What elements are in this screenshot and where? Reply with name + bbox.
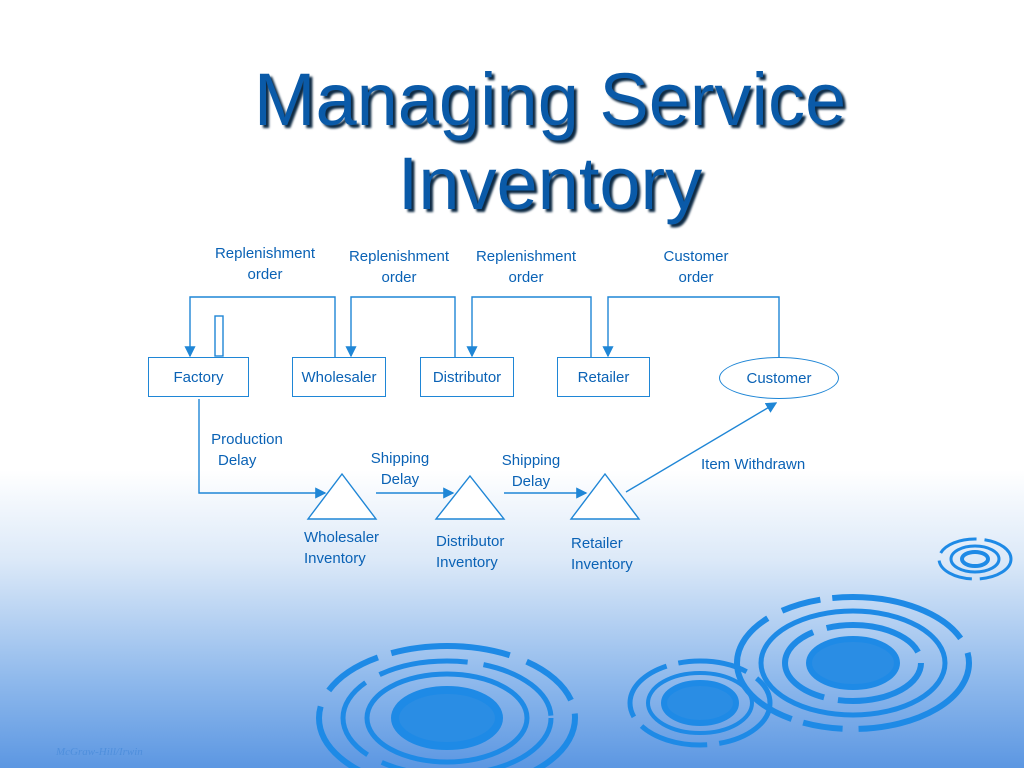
label-line: Inventory	[436, 554, 498, 571]
wholesaler-box: Wholesaler	[292, 357, 386, 397]
production-delay-label: Production Delay	[200, 429, 294, 471]
label-line: order	[381, 269, 417, 286]
label-line: Replenishment	[348, 248, 450, 265]
wholesaler-inventory-triangle	[306, 472, 378, 520]
label-line: Production	[211, 431, 283, 448]
shipping-delay-1-label: Shipping Delay	[358, 448, 442, 490]
shipping-delay-2-label: Shipping Delay	[489, 450, 573, 492]
label-line: Replenishment	[214, 245, 316, 262]
distributor-box: Distributor	[420, 357, 514, 397]
label-line: Wholesaler	[304, 529, 380, 546]
wholesaler-order-label: Replenishment order	[339, 246, 459, 288]
order-arrow-distributor-to-wholesaler	[345, 296, 456, 358]
distributor-inventory-triangle	[434, 474, 506, 520]
customer-ellipse: Customer	[719, 357, 839, 399]
retailer-box: Retailer	[557, 357, 650, 397]
distributor-inventory-label: Distributor Inventory	[436, 531, 504, 573]
order-marker-rect	[214, 315, 224, 357]
label-line: Shipping	[370, 450, 430, 467]
label-line: Distributor	[436, 533, 505, 550]
order-arrow-retailer-to-distributor	[466, 296, 592, 358]
label-line: order	[247, 266, 283, 283]
factory-order-label: Replenishment order	[205, 243, 325, 285]
retailer-inventory-label: Retailer Inventory	[571, 533, 633, 575]
label-line: Delay	[218, 452, 257, 469]
label-line: order	[678, 269, 714, 286]
label-line: Replenishment	[475, 248, 577, 265]
slide-title: Managing Service Inventory	[253, 58, 847, 225]
label-line: Retailer	[571, 535, 623, 552]
order-arrow-wholesaler-to-factory	[184, 296, 336, 358]
label-line: Inventory	[571, 556, 633, 573]
flow-retailer-to-customer	[625, 402, 778, 493]
factory-box: Factory	[148, 357, 249, 397]
retailer-inventory-triangle	[569, 472, 641, 520]
label-line: Delay	[511, 473, 551, 490]
publisher-footer: McGraw-Hill/Irwin	[56, 746, 143, 758]
customer-order-label: Customer order	[646, 246, 746, 288]
label-line: Customer	[663, 248, 729, 265]
label-line: Delay	[380, 471, 420, 488]
item-withdrawn-label: Item Withdrawn	[701, 456, 806, 473]
order-arrow-customer-to-retailer	[602, 296, 780, 358]
label-line: Shipping	[501, 452, 561, 469]
label-line: Inventory	[304, 550, 366, 567]
label-line: order	[508, 269, 544, 286]
wholesaler-inventory-label: Wholesaler Inventory	[304, 527, 379, 569]
flow-factory-to-wholesaler-inventory	[198, 399, 327, 499]
distributor-order-label: Replenishment order	[466, 246, 586, 288]
